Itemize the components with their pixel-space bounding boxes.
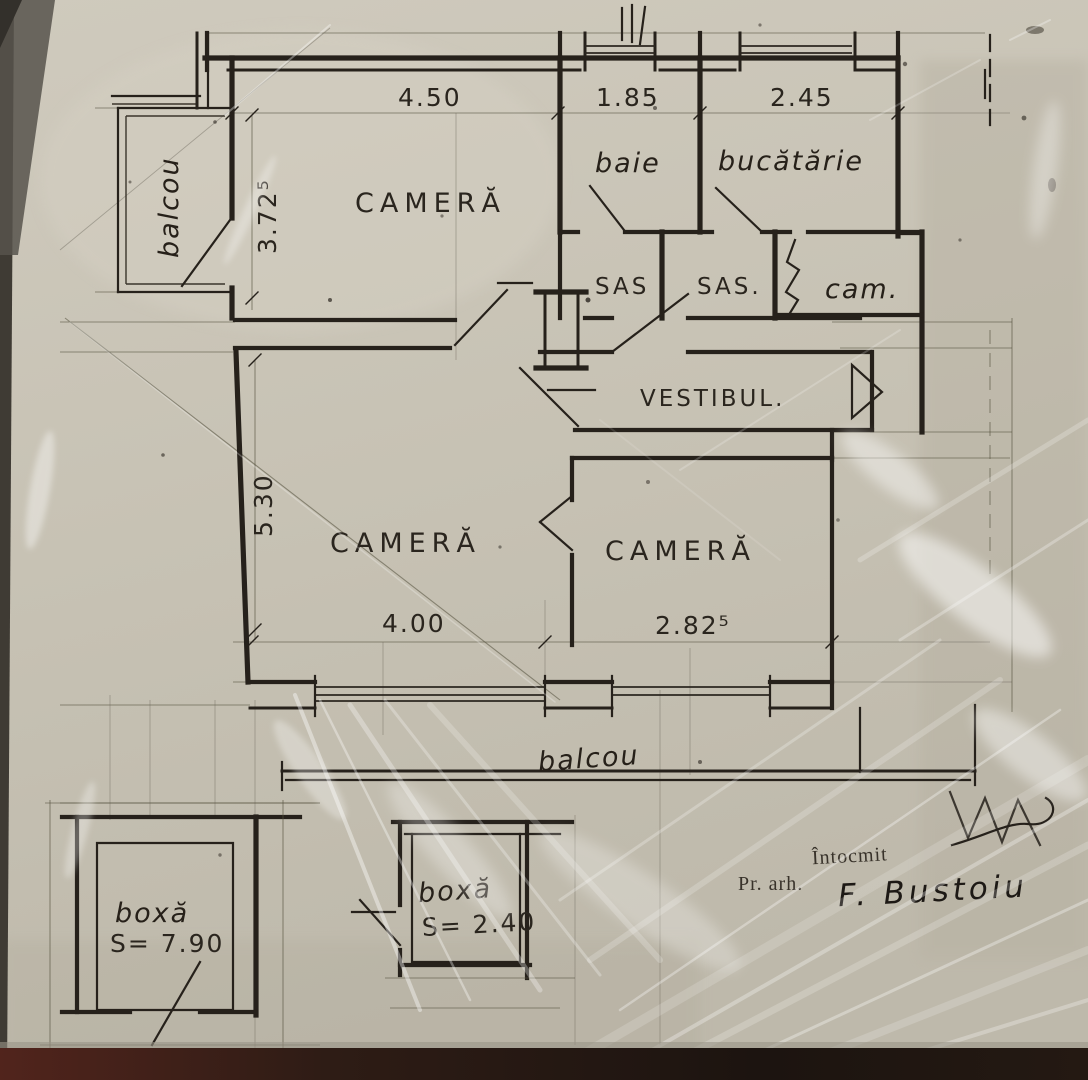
room-label-camera-top: CAMERĂ <box>355 186 506 219</box>
area-label-boxa-middle: S= 2.40 <box>421 907 537 942</box>
dim-top-camera: 4.50 <box>398 83 462 112</box>
dim-bottom-camera-middle: 4.00 <box>382 609 446 638</box>
room-label-camara: cam. <box>825 274 899 305</box>
signature-flourish <box>950 796 1055 847</box>
dim-top-bucatarie: 2.45 <box>770 83 834 112</box>
room-labels: CAMERĂ baie bucătărie SAS SAS. cam. VEST… <box>110 146 899 958</box>
zigzag-mark <box>948 790 1042 847</box>
room-label-balcon-left: balcou <box>154 156 185 258</box>
dim-top-baie: 1.85 <box>596 83 660 112</box>
room-label-sas-2: SAS. <box>697 274 762 300</box>
area-label-boxa-left: S= 7.90 <box>110 929 224 958</box>
prepared-label: Întocmit <box>811 842 888 869</box>
room-label-vestibul: VESTIBUL. <box>640 386 785 412</box>
room-label-baie: baie <box>595 148 661 179</box>
room-label-camera-right: CAMERĂ <box>605 534 756 567</box>
room-label-bucatarie: bucătărie <box>718 146 864 177</box>
walls <box>40 3 987 1050</box>
title-block: Întocmit Pr. arh. F. Bustoiu <box>738 790 1055 914</box>
room-label-boxa-left: boxă <box>115 898 189 929</box>
doors <box>180 184 884 552</box>
role-label: Pr. arh. <box>738 873 803 895</box>
dimension-ticks <box>225 106 905 649</box>
dim-bottom-camera-right: 2.82⁵ <box>655 611 731 640</box>
dimension-labels: 4.50 1.85 2.45 3.72⁵ 5.30 4.00 2.82⁵ <box>249 83 834 640</box>
room-label-camera-middle: CAMERĂ <box>330 526 481 559</box>
room-label-balcon-bottom: balcou <box>537 740 641 778</box>
dim-left-lower: 5.30 <box>249 473 278 537</box>
room-label-sas-1: SAS <box>595 274 649 300</box>
windows <box>313 45 852 718</box>
